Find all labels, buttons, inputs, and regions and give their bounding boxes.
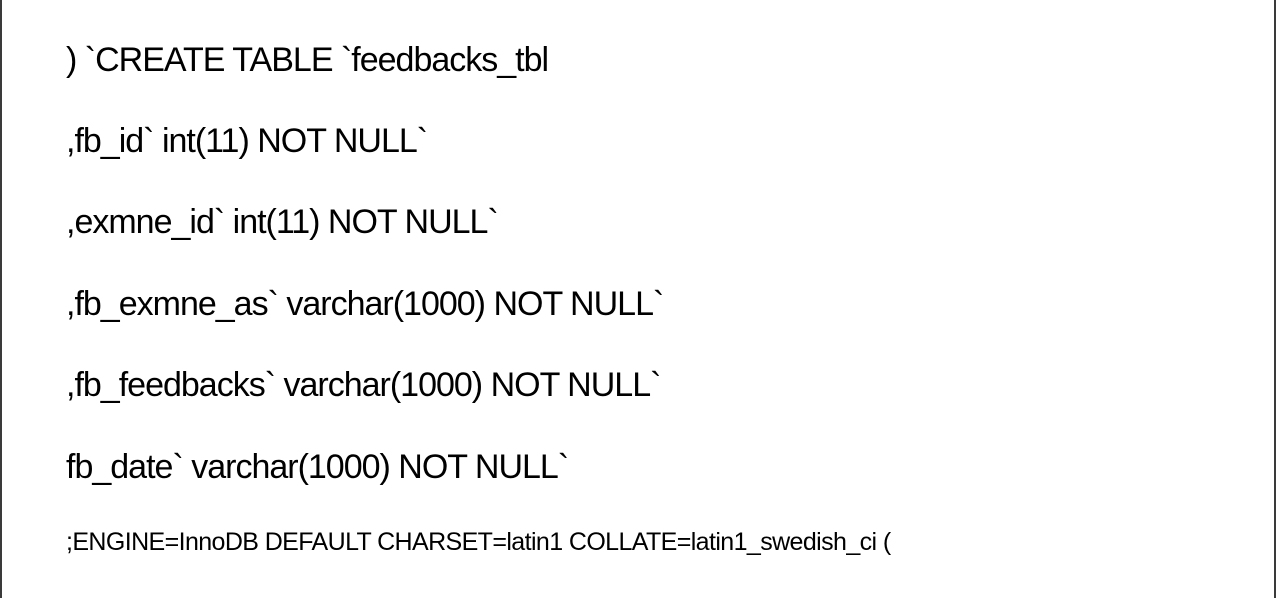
sql-line-fb-exmne-as: ,fb_exmne_as` varchar(1000) NOT NULL` — [66, 285, 664, 323]
sql-line-fb-id: ,fb_id` int(11) NOT NULL` — [66, 122, 428, 160]
sql-line-engine: ;ENGINE=InnoDB DEFAULT CHARSET=latin1 CO… — [66, 528, 891, 556]
sql-line-exmne-id: ,exmne_id` int(11) NOT NULL` — [66, 203, 499, 241]
sql-line-fb-date: fb_date` varchar(1000) NOT NULL` — [66, 448, 569, 486]
sql-line-create-table: ) `CREATE TABLE `feedbacks_tbl — [66, 41, 549, 79]
sql-line-fb-feedbacks: ,fb_feedbacks` varchar(1000) NOT NULL` — [66, 366, 661, 404]
